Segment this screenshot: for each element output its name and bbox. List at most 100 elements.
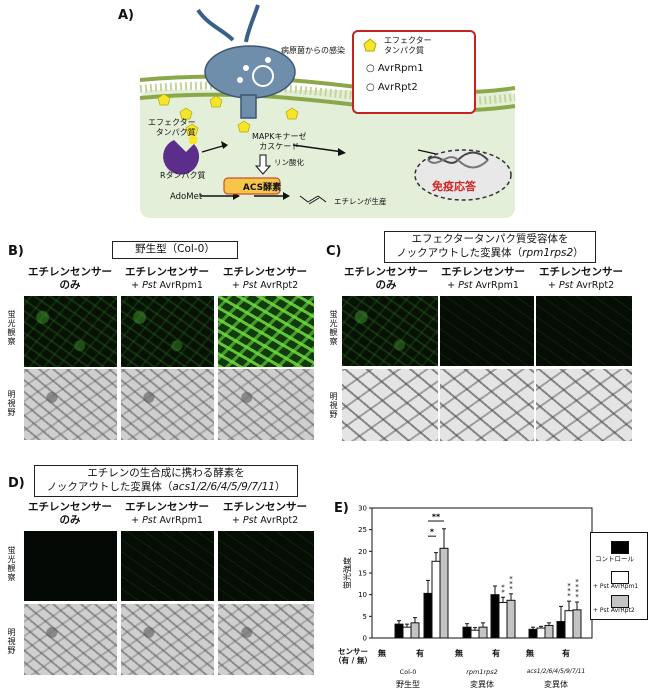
- significance-star: *: [575, 588, 579, 596]
- panel-d-bright-1: [24, 604, 117, 675]
- significance-star: *: [509, 575, 513, 583]
- sensor-value-3: 有: [492, 649, 500, 658]
- y-tick-label: 20: [358, 548, 367, 556]
- bar: [410, 622, 420, 639]
- panel-b-bright-1: [24, 369, 117, 440]
- significance-star: *: [501, 583, 505, 591]
- panel-c-col-1: エチレンセンサーのみ: [344, 266, 428, 291]
- panel-c-fluor-3: [536, 296, 632, 366]
- genotype-type-rpm1rps2: 変異体: [470, 680, 494, 689]
- bar: [536, 627, 546, 639]
- panel-d-col-2: エチレンセンサー+ Pst AvrRpm1: [125, 501, 209, 526]
- plot-frame: [371, 507, 593, 639]
- sensor-value-1: 有: [416, 649, 424, 658]
- panel-c-row-bright: 明視野: [329, 392, 338, 419]
- panel-d-fluor-1: [24, 531, 117, 601]
- significance-star: *: [575, 578, 579, 586]
- bar: [556, 621, 566, 639]
- bar: [528, 628, 538, 639]
- panel-b-label: B): [8, 244, 24, 259]
- panel-d-row-fluor: 蛍光観察: [7, 546, 16, 582]
- legend-label-avrrpt2: + Pst AvrRpt2: [593, 607, 635, 614]
- acs-enzyme-box: [223, 177, 281, 195]
- bar: [564, 610, 574, 639]
- pentagon-icon: [363, 38, 377, 52]
- bar: [439, 547, 449, 639]
- significance-star: *: [575, 583, 579, 591]
- bar: [402, 626, 412, 639]
- panel-c-bright-2: [440, 369, 534, 441]
- panel-d-bright-3: [218, 604, 314, 675]
- panel-c-row-fluor: 蛍光観察: [329, 310, 338, 346]
- infection-text: 病原菌からの感染: [281, 46, 345, 55]
- adomet-text: AdoMet: [170, 192, 203, 202]
- effector-legend: エフェクタータンパク質 ○ AvrRpm1 ○ AvrRpt2: [352, 30, 476, 114]
- bar: [572, 609, 582, 639]
- significance-star: *: [575, 593, 579, 601]
- panel-a-label: A): [118, 8, 135, 23]
- phospho-text: リン酸化: [274, 158, 304, 167]
- panel-d-label: D): [8, 476, 25, 491]
- sensor-axis-label: センサー（有 / 無）: [334, 647, 372, 665]
- bar: [431, 560, 441, 639]
- legend-label-avrrpm1: + Pst AvrRpm1: [593, 583, 639, 590]
- immune-response-text: 免疫応答: [432, 180, 476, 193]
- bar: [506, 599, 516, 639]
- significance-star: *: [567, 592, 571, 600]
- pathogen-icon: [196, 4, 296, 119]
- sig-label: *: [430, 528, 435, 537]
- legend-swatch-avrrpt2: [611, 593, 629, 612]
- legend-item-avrrpm1: ○ AvrRpm1: [366, 63, 424, 74]
- bar: [462, 626, 472, 639]
- bar: [478, 626, 488, 639]
- panel-b-fluor-2: [121, 296, 214, 367]
- bar: [394, 623, 404, 639]
- y-tick-label: 30: [358, 505, 367, 513]
- mapk-text: MAPKキナーゼカスケード: [252, 132, 307, 151]
- panel-b-bright-3: [218, 369, 314, 440]
- y-tick-label: 10: [358, 591, 367, 599]
- genotype-col0: Col-0: [399, 668, 417, 676]
- panel-b-row-bright: 明視野: [7, 390, 16, 417]
- panel-c-col-3: エチレンセンサー+ Pst AvrRpt2: [539, 266, 623, 291]
- sensor-value-2: 無: [455, 649, 463, 658]
- bar: [544, 624, 554, 639]
- panel-b-fluor-3: [218, 296, 314, 367]
- r-protein-text: Rタンパク質: [160, 171, 206, 180]
- panel-b-fluor-1: [24, 296, 117, 367]
- sensor-value-0: 無: [378, 649, 386, 658]
- legend-item-avrrpt2: ○ AvrRpt2: [366, 82, 418, 93]
- significance-star: *: [501, 588, 505, 596]
- significance-star: *: [509, 580, 513, 588]
- panel-c-label: C): [326, 244, 342, 259]
- panel-d-bright-2: [121, 604, 214, 675]
- panel-b-col-1: エチレンセンサーのみ: [28, 266, 112, 291]
- genotype-rpm1rps2: rpm1rps2: [466, 668, 498, 676]
- genotype-type-acs: 変異体: [544, 680, 568, 689]
- significance-star: *: [509, 585, 513, 593]
- panel-d-row-bright: 明視野: [7, 628, 16, 655]
- panel-d-fluor-2: [121, 531, 214, 601]
- sig-label: **: [432, 513, 441, 522]
- significance-star: *: [567, 587, 571, 595]
- legend-swatch-control: [611, 539, 629, 558]
- panel-b-row-fluor: 蛍光観察: [7, 310, 16, 346]
- ethylene-text: エチレンが生産: [334, 197, 387, 206]
- legend-swatch-avrrpm1: [611, 569, 629, 588]
- panel-b-col-2: エチレンセンサー+ Pst AvrRpm1: [125, 266, 209, 291]
- y-tick-label: 15: [358, 570, 367, 578]
- y-tick-label: 0: [363, 635, 367, 643]
- panel-c-bright-3: [536, 369, 632, 441]
- legend-label-control: コントロール: [595, 555, 634, 563]
- panel-c-col-2: エチレンセンサー+ Pst AvrRpm1: [441, 266, 525, 291]
- bar: [490, 594, 500, 639]
- panel-e-label: E): [334, 501, 349, 516]
- panel-c-bright-1: [342, 369, 438, 441]
- panel-d-col-3: エチレンセンサー+ Pst AvrRpt2: [223, 501, 307, 526]
- genotype-type-col0: 野生型: [396, 680, 420, 689]
- panel-b-col-3: エチレンセンサー+ Pst AvrRpt2: [223, 266, 307, 291]
- panel-b-title: 野生型（Col-0）: [112, 241, 238, 259]
- bar: [498, 601, 508, 639]
- panel-d-title: エチレンの生合成に携わる酵素を ノックアウトした変異体（acs1/2/6/4/5…: [34, 465, 298, 497]
